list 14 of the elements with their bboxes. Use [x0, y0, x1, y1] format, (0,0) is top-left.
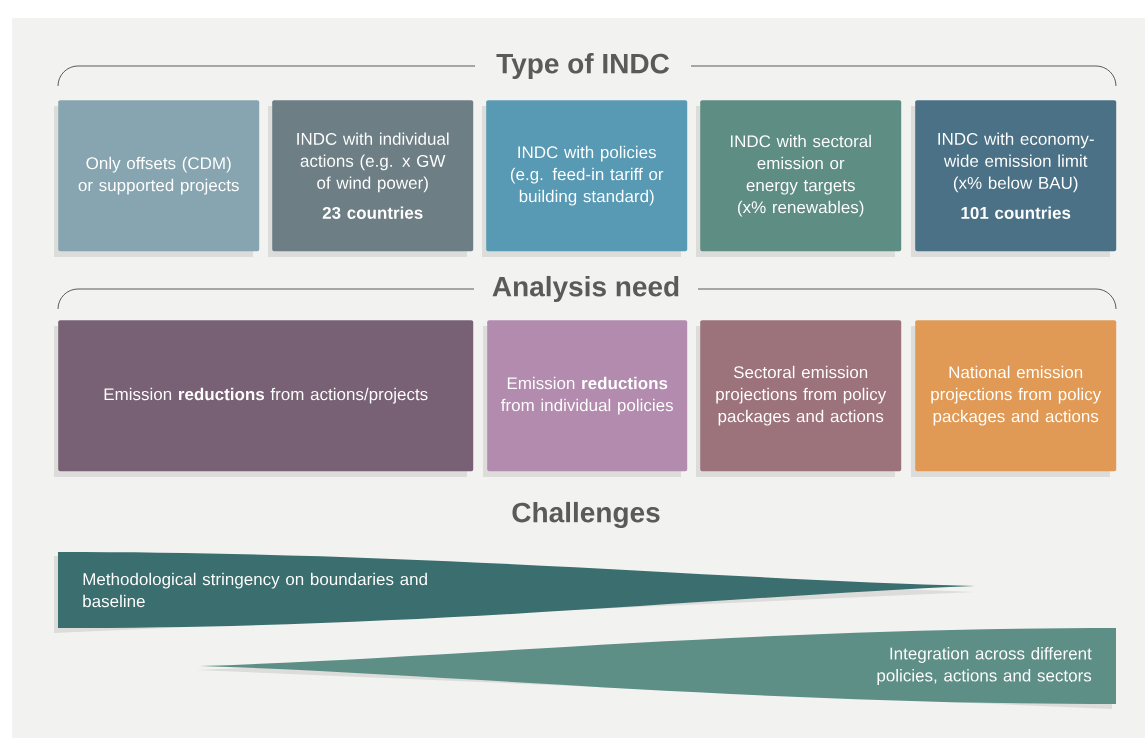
analysis-box: Emission reductions from actions/projects [54, 320, 474, 477]
type-box: INDC with individual actions (e.g. x GW of wind power) 23 countries [268, 100, 474, 257]
analysis-box: Emission reductions from individual policies [483, 320, 688, 477]
challenge-band: Methodological stringency on boundaries and baseline [54, 552, 975, 633]
analysis-box: Sectoral emission projections from policy packages and actions [696, 320, 902, 477]
section-heading: Type of INDC [496, 52, 670, 80]
section-heading: Challenges [512, 501, 660, 529]
type-box: Only offsets (CDM) or supported projects [54, 100, 260, 257]
analysis-box: National emission projections from policy packages and actions [911, 320, 1117, 477]
type-box: INDC with policies (e.g. feed-in tariff or building standard) [482, 100, 688, 257]
type-box: INDC with economy-wide emission limit (x% below BAU) 101 countries [911, 100, 1117, 257]
type-box: INDC with sectoral emission or energy targets (x% renewables) [696, 100, 902, 257]
section-heading: Analysis need [492, 275, 679, 303]
challenge-band: Integration across different policies, actions and sectors [196, 628, 1116, 709]
